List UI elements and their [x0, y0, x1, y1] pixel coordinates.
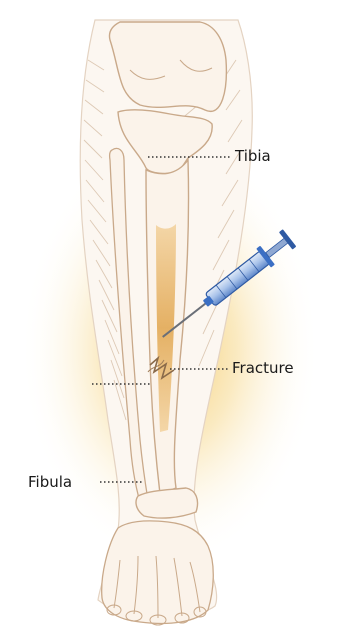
fibula-label: Fibula: [28, 475, 72, 490]
tibia-label: Tibia: [235, 149, 271, 164]
fracture-label: Fracture: [232, 361, 294, 376]
